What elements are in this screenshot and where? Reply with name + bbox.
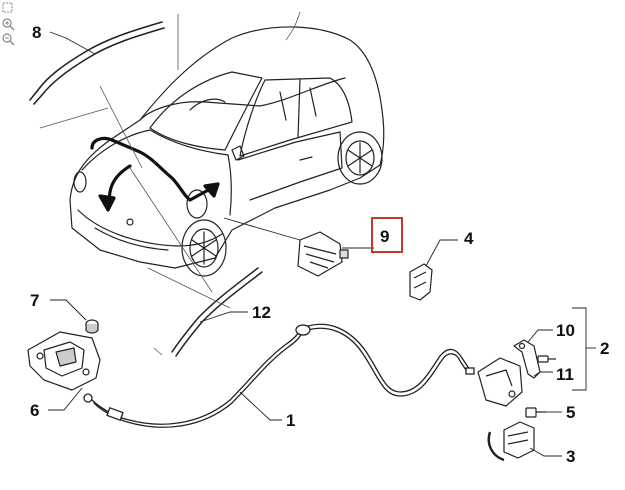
leader-lines [48, 31, 596, 457]
part-7-grommet [85, 319, 99, 334]
callout-12[interactable]: 12 [252, 303, 271, 322]
callout-1[interactable]: 1 [286, 411, 295, 430]
selection-icon[interactable] [2, 2, 16, 16]
part-9-latch [297, 231, 349, 277]
callout-7[interactable]: 7 [30, 291, 39, 310]
part-8-seal-strip [29, 21, 165, 105]
callout-9[interactable]: 9 [380, 227, 389, 246]
car-illustration [69, 26, 385, 277]
zoom-out-icon[interactable] [2, 33, 16, 47]
callout-6[interactable]: 6 [30, 401, 39, 420]
callout-5[interactable]: 5 [566, 403, 575, 422]
part-5-bolt [525, 407, 546, 418]
part-4-bracket [409, 263, 433, 301]
section-edges [39, 11, 301, 356]
hood-cable-routing [90, 136, 220, 212]
callout-9-highlight-box [371, 217, 403, 253]
part-6-release-lever [27, 331, 101, 391]
part-12-rod [171, 267, 263, 357]
callout-3[interactable]: 3 [566, 447, 575, 466]
part-11-pin [537, 355, 556, 363]
callout-11[interactable]: 11 [556, 365, 574, 384]
part-10-hook [513, 339, 541, 379]
part-3-switch [487, 421, 535, 462]
part-2-latch-assembly [477, 357, 523, 407]
callout-8[interactable]: 8 [32, 23, 41, 42]
part-1-cable [83, 323, 475, 428]
callouts: 8 9 4 7 12 10 2 11 6 5 1 3 [30, 23, 609, 466]
zoom-in-icon[interactable] [2, 18, 16, 32]
callout-10[interactable]: 10 [556, 321, 575, 340]
callout-2[interactable]: 2 [600, 339, 609, 358]
callout-4[interactable]: 4 [464, 229, 474, 248]
